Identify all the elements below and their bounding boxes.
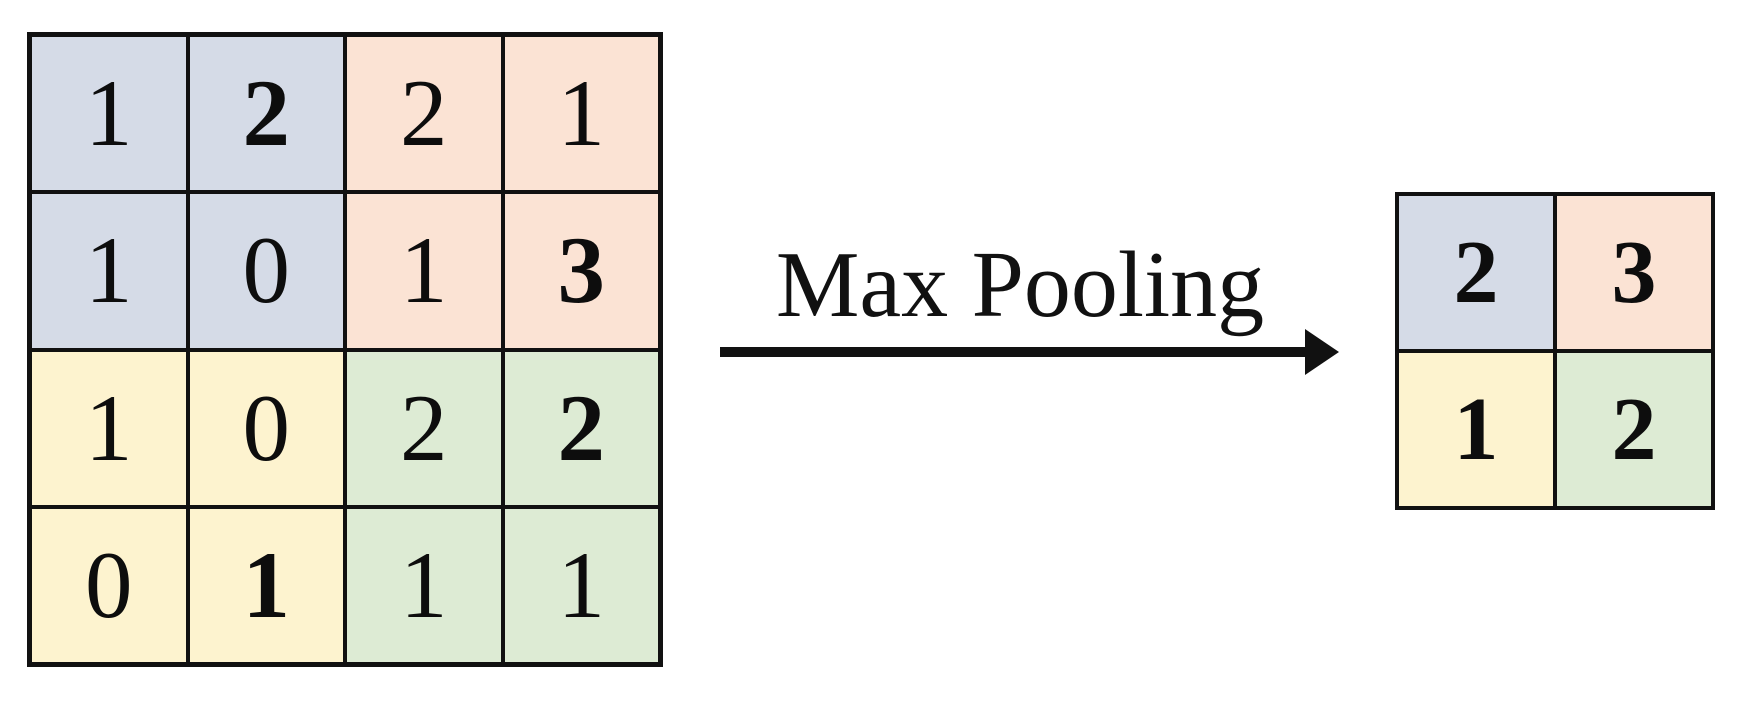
input-cell: 2 (347, 37, 501, 191)
input-cell: 1 (504, 508, 658, 662)
input-cell: 1 (32, 37, 186, 191)
operation-label: Max Pooling (775, 233, 1265, 337)
output-cell: 3 (1557, 196, 1711, 349)
input-cell: 1 (504, 37, 658, 191)
input-cell: 1 (189, 508, 343, 662)
input-grid: 1 2 2 1 1 0 1 3 1 0 2 2 0 1 1 1 (27, 32, 663, 667)
input-cell: 1 (347, 194, 501, 348)
input-cell: 1 (32, 351, 186, 505)
input-cell: 3 (504, 194, 658, 348)
input-cell: 2 (347, 351, 501, 505)
output-grid: 2 3 1 2 (1395, 192, 1715, 510)
input-cell: 2 (189, 37, 343, 191)
output-cell: 1 (1399, 353, 1553, 506)
input-cell: 1 (32, 194, 186, 348)
arrow-right-icon (1305, 329, 1339, 375)
input-cell: 0 (189, 351, 343, 505)
input-cell: 1 (347, 508, 501, 662)
output-cell: 2 (1399, 196, 1553, 349)
arrow-line (720, 347, 1310, 357)
input-cell: 2 (504, 351, 658, 505)
input-cell: 0 (32, 508, 186, 662)
output-cell: 2 (1557, 353, 1711, 506)
input-cell: 0 (189, 194, 343, 348)
